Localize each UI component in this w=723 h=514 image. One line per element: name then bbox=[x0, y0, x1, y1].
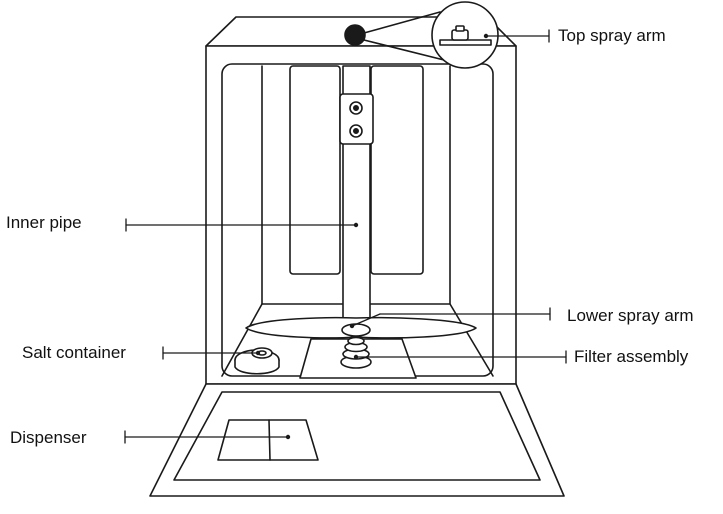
label-dispenser: Dispenser bbox=[10, 428, 87, 447]
top-spray-arm bbox=[439, 39, 492, 46]
label-salt-container: Salt container bbox=[22, 343, 126, 362]
leader-lower-spray-arm bbox=[351, 313, 381, 327]
label-lower-spray-arm: Lower spray arm bbox=[567, 306, 694, 325]
dispenser bbox=[217, 419, 319, 461]
label-inner-pipe: Inner pipe bbox=[6, 213, 82, 232]
top-spray-arm-marker bbox=[344, 24, 366, 46]
pipe-bracket bbox=[339, 93, 374, 145]
label-filter-assembly: Filter assembly bbox=[574, 347, 689, 366]
left-wall-channel bbox=[289, 65, 341, 275]
label-top-spray-arm: Top spray arm bbox=[558, 26, 666, 45]
right-wall-channel bbox=[370, 65, 424, 275]
